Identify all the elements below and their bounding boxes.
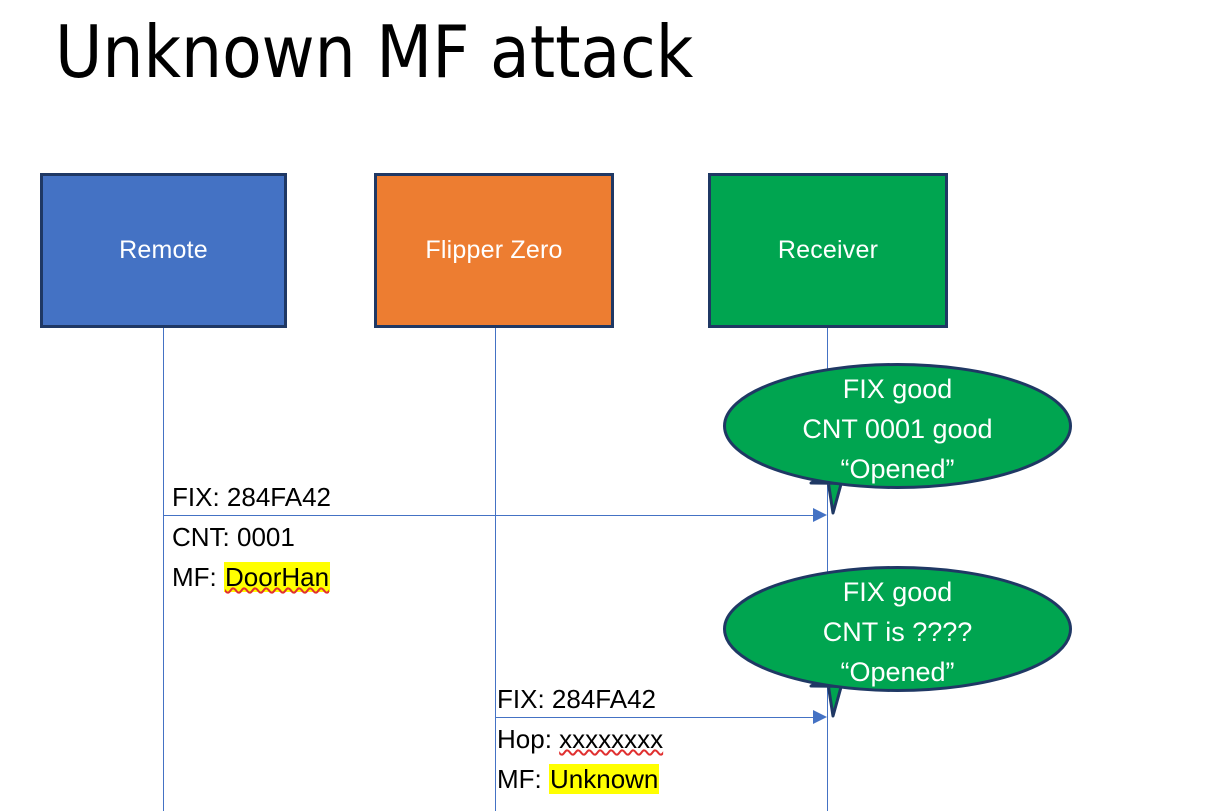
message-line-label: MF:	[497, 764, 549, 794]
callout-bubble-first: FIX good CNT 0001 good “Opened”	[723, 363, 1072, 518]
lifeline-flipper	[495, 328, 496, 811]
callout-bubble-second: FIX good CNT is ???? “Opened”	[723, 566, 1072, 721]
actor-label-receiver: Receiver	[777, 236, 879, 264]
page-title: Unknown MF attack	[55, 10, 694, 94]
lifeline-remote	[163, 328, 164, 811]
lifeline-receiver	[827, 328, 828, 811]
actor-label-remote: Remote	[119, 236, 208, 264]
message-line-value: 284FA42	[226, 482, 331, 512]
message-label-flipper-to-receiver: FIX: 284FA42 Hop: xxxxxxxx MF: Unknown	[497, 679, 663, 799]
message-line-value: 284FA42	[551, 684, 656, 714]
message-line-label: FIX:	[172, 482, 227, 512]
message-line: FIX: 284FA42	[172, 477, 331, 517]
message-line-label: FIX:	[497, 684, 552, 714]
message-line: FIX: 284FA42	[497, 679, 663, 719]
message-line-value-highlighted: DoorHan	[224, 562, 331, 592]
callout-shape-first	[723, 363, 1072, 515]
message-line: CNT: 0001	[172, 517, 331, 557]
message-line-label: Hop:	[497, 724, 560, 754]
message-line: MF: DoorHan	[172, 557, 331, 597]
arrow-head-flipper-to-receiver	[813, 710, 827, 724]
message-line: Hop: xxxxxxxx	[497, 719, 663, 759]
actor-box-flipper[interactable]: Flipper Zero	[374, 173, 614, 328]
message-line-label: MF:	[172, 562, 224, 592]
message-line-value: 0001	[237, 522, 295, 552]
message-line-value-highlighted: Unknown	[549, 764, 660, 794]
arrow-line-remote-to-receiver	[163, 515, 813, 516]
message-line-value-spellerror: xxxxxxxx	[559, 724, 664, 754]
actor-box-receiver[interactable]: Receiver	[708, 173, 948, 328]
message-label-remote-to-receiver: FIX: 284FA42 CNT: 0001 MF: DoorHan	[172, 477, 331, 597]
message-line: MF: Unknown	[497, 759, 663, 799]
message-line-label: CNT:	[172, 522, 237, 552]
actor-label-flipper: Flipper Zero	[425, 236, 563, 264]
actor-box-remote[interactable]: Remote	[40, 173, 287, 328]
arrow-line-flipper-to-receiver	[495, 717, 813, 718]
arrow-head-remote-to-receiver	[813, 508, 827, 522]
callout-shape-second	[723, 566, 1072, 718]
